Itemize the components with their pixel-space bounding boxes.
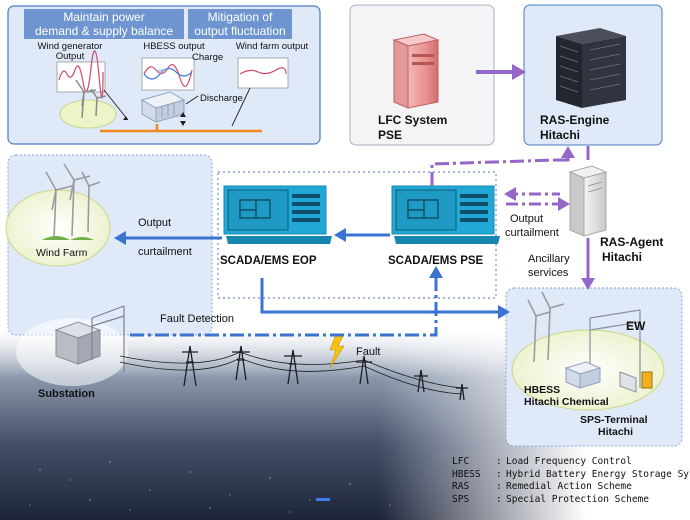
header-right-line2: output fluctuation bbox=[194, 24, 285, 38]
lfc-line1: LFC System bbox=[378, 113, 447, 127]
ew-battery-icon bbox=[564, 361, 602, 389]
ew-label: EW bbox=[626, 319, 646, 333]
output-curtailment-left-1: Output bbox=[138, 217, 171, 229]
hbess-output-label: HBESS output bbox=[143, 41, 205, 52]
fault-label: Fault bbox=[356, 346, 380, 358]
scada-eop-label: SCADA/EMS EOP bbox=[220, 255, 317, 267]
scada-pse-icon bbox=[391, 185, 500, 244]
legend-row: SPS:Special Protection Scheme bbox=[452, 493, 649, 505]
ew-turbines-icon bbox=[527, 291, 565, 363]
sps-line2: Hitachi bbox=[598, 426, 633, 438]
header-left-line1: Maintain power bbox=[63, 10, 144, 24]
header-left-line2: demand & supply balance bbox=[35, 24, 173, 38]
scada-pse-label: SCADA/EMS PSE bbox=[388, 255, 484, 267]
output-curtailment-right-2: curtailment bbox=[505, 227, 559, 239]
wind-farm-label: Wind Farm bbox=[36, 247, 88, 259]
lfc-server-icon bbox=[392, 33, 440, 109]
ras-engine-line1: RAS-Engine bbox=[540, 113, 610, 127]
legend-row: RAS:Remedial Action Scheme bbox=[452, 481, 632, 492]
ras-agent-line1: RAS-Agent bbox=[600, 235, 663, 249]
output-curtailment-right-1: Output bbox=[510, 213, 543, 225]
wind-farm-panel: Wind Farm Output curtailment bbox=[5, 154, 213, 336]
wind-turbine-icon bbox=[75, 79, 107, 119]
glow-mark bbox=[316, 498, 330, 501]
ew-panel bbox=[505, 287, 683, 447]
top-left-panel: Maintain power demand & supply balance M… bbox=[7, 5, 321, 145]
fault-detection-label: Fault Detection bbox=[160, 313, 234, 325]
ras-engine-line2: Hitachi bbox=[540, 128, 580, 142]
rack-server-icon bbox=[556, 28, 626, 108]
lfc-system-panel: LFC System PSE bbox=[349, 4, 495, 146]
header-right-line1: Mitigation of bbox=[208, 10, 273, 24]
legend: LFC:Load Frequency Control HBESS:Hybrid … bbox=[452, 456, 690, 506]
hbess-line2: Hitachi Chemical bbox=[524, 396, 609, 408]
substation-label: Substation bbox=[38, 388, 95, 400]
charge-label: Charge bbox=[192, 52, 223, 63]
ew-substation-icon bbox=[589, 309, 641, 388]
hbess-output-chart bbox=[141, 57, 195, 91]
wind-generator-chart bbox=[56, 61, 106, 93]
substation-icon bbox=[16, 305, 128, 386]
scada-eop-icon bbox=[223, 185, 332, 244]
lfc-line2: PSE bbox=[378, 128, 402, 142]
arrows bbox=[114, 146, 595, 337]
legend-row: LFC:Load Frequency Control bbox=[452, 456, 632, 467]
up-down-arrow-icon bbox=[180, 112, 186, 126]
ancillary-label-1: Ancillary bbox=[528, 253, 570, 265]
output-curtailment-left-2: curtailment bbox=[138, 246, 192, 258]
wind-generator-label-2: Output bbox=[56, 51, 85, 62]
legend-row: HBESS:Hybrid Battery Energy Storage Syst… bbox=[452, 468, 690, 480]
scada-group-box bbox=[217, 171, 497, 299]
battery-block-icon bbox=[140, 91, 186, 123]
transmission-towers bbox=[119, 345, 468, 401]
ancillary-label-2: services bbox=[528, 267, 569, 279]
wind-farm-output-label: Wind farm output bbox=[236, 41, 309, 52]
ras-agent-line2: Hitachi bbox=[602, 250, 642, 264]
hbess-line1: HBESS bbox=[524, 384, 560, 396]
ras-agent-server-icon bbox=[568, 165, 608, 237]
discharge-label: Discharge bbox=[200, 93, 243, 104]
wind-farm-turbines-icon bbox=[45, 163, 101, 239]
sps-line1: SPS-Terminal bbox=[580, 414, 648, 426]
wind-generator-label-1: Wind generator bbox=[38, 41, 103, 52]
ras-engine-panel: RAS-Engine Hitachi bbox=[523, 4, 663, 146]
